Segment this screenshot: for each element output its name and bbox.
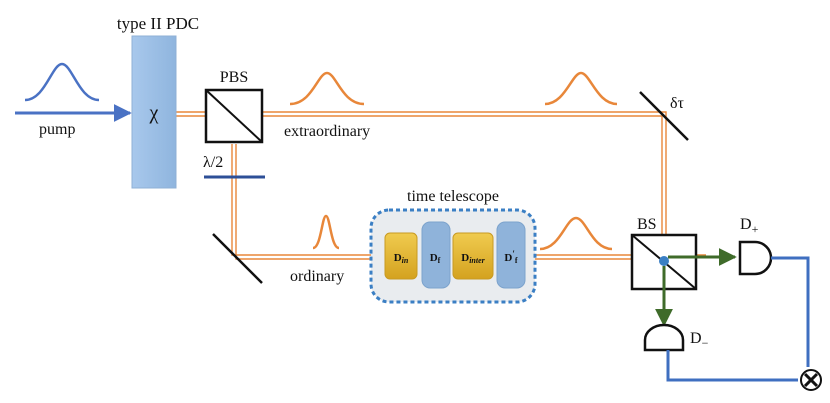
pbs-label: PBS xyxy=(220,69,248,86)
correlator xyxy=(800,369,822,391)
wire-plus xyxy=(771,256,810,367)
time-telescope-label: time telescope xyxy=(407,188,499,205)
disperser-f-label: Df xyxy=(430,252,441,265)
detector-plus xyxy=(738,240,773,276)
pump-beam xyxy=(15,62,132,122)
time-telescope xyxy=(369,208,537,304)
disperser-in xyxy=(384,232,418,280)
disperser-f-prime-label: D′f xyxy=(504,249,517,265)
disperser-f xyxy=(421,221,451,289)
ordinary-mirror xyxy=(212,233,263,284)
extraordinary-pulse-1 xyxy=(289,71,365,106)
pump-label: pump xyxy=(39,121,75,138)
extraordinary-pulse-2 xyxy=(544,71,618,106)
disperser-in-label: Din xyxy=(394,252,409,265)
half-wave-label: λ/2 xyxy=(203,154,223,171)
nonlinear-crystal xyxy=(131,35,177,189)
delay-label: δτ xyxy=(670,95,685,112)
bs-label: BS xyxy=(637,216,657,233)
detector-minus-label: D− xyxy=(690,330,709,350)
polarizing-beam-splitter xyxy=(204,88,264,144)
wire-minus xyxy=(666,350,798,382)
disperser-inter-label: Dinter xyxy=(461,252,485,265)
extraordinary-label: extraordinary xyxy=(284,123,370,140)
telescope-output-pulse xyxy=(539,216,613,251)
delay-mirror xyxy=(639,91,689,141)
ordinary-pulse xyxy=(312,214,340,250)
crystal-symbol: χ xyxy=(149,102,159,124)
ordinary-label: ordinary xyxy=(290,268,344,285)
pump-pulse xyxy=(24,62,100,102)
source-label: type II PDC xyxy=(117,14,199,33)
disperser-f-prime xyxy=(496,221,526,289)
detector-plus-label: D+ xyxy=(740,216,759,236)
beam-splitter-spot xyxy=(659,256,669,266)
disperser-inter xyxy=(452,232,494,280)
detector-minus xyxy=(643,323,685,352)
